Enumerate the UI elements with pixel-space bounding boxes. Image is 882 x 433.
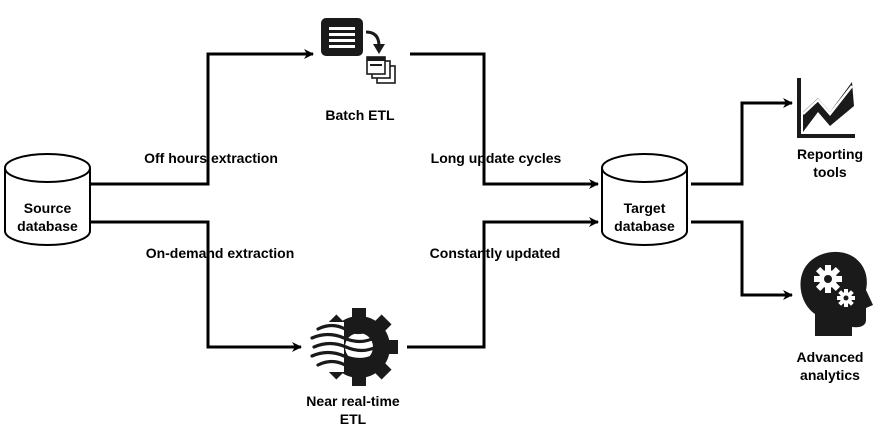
target-database: Target database xyxy=(601,153,688,246)
reporting-label-line2: tools xyxy=(813,164,847,180)
edge-batch-to-target xyxy=(410,52,599,189)
edge-label-off-hours: Off hours extraction xyxy=(144,150,278,166)
target-database-label-line1: Target xyxy=(624,200,666,216)
edge-target-to-analytics xyxy=(691,220,793,300)
reporting-chart-icon xyxy=(797,78,855,138)
edge-label-long-cycles: Long update cycles xyxy=(431,150,562,166)
edge-source-to-realtime xyxy=(90,220,302,352)
connectors xyxy=(90,49,793,352)
source-database-label-line2: database xyxy=(17,218,78,234)
source-database: Source database xyxy=(4,153,91,246)
analytics-head-gears-icon xyxy=(800,251,873,336)
edge-label-constantly: Constantly updated xyxy=(430,245,561,261)
source-database-label-line1: Source xyxy=(24,200,72,216)
analytics-label-line1: Advanced xyxy=(797,349,864,365)
edge-source-to-batch xyxy=(90,49,314,186)
edge-realtime-to-target xyxy=(407,217,599,349)
edge-label-on-demand: On-demand extraction xyxy=(146,245,295,261)
realtime-etl-label-line1: Near real-time xyxy=(306,393,400,409)
edge-target-to-reporting xyxy=(691,98,793,186)
target-database-label-line2: database xyxy=(614,218,675,234)
realtime-etl-label-line2: ETL xyxy=(340,411,367,427)
batch-etl-icon xyxy=(321,18,396,84)
reporting-label-line1: Reporting xyxy=(797,146,863,162)
batch-etl-label: Batch ETL xyxy=(325,107,395,123)
analytics-label-line2: analytics xyxy=(800,367,860,383)
realtime-etl-gear-icon xyxy=(306,308,398,386)
